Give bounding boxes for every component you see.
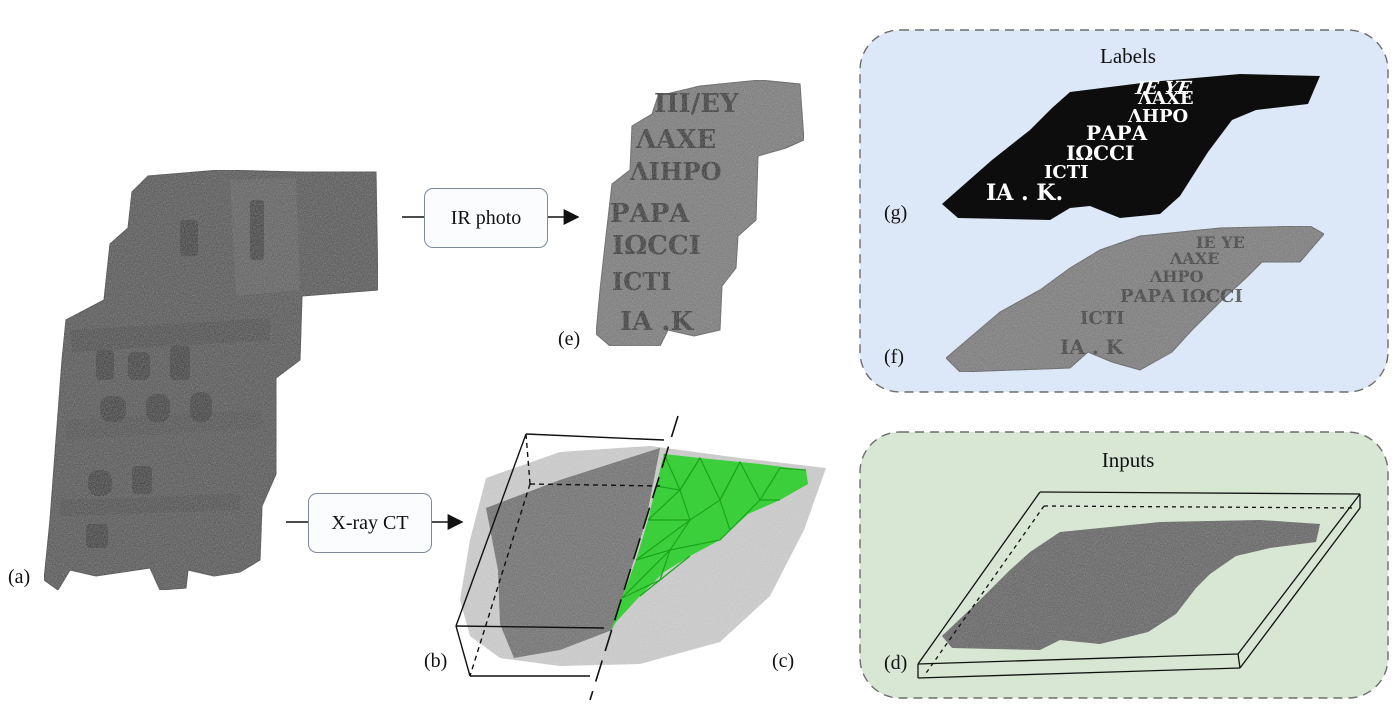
marker-b: (b) — [424, 650, 448, 672]
ink-traces-a — [86, 200, 264, 548]
greek-letters-f: ΙΕ ΥΕ ΛΑΧΕ ΛΗΡΟ ΡΑΡΑ ΙΩCCI ΙCTI ΙΑ . Κ — [1060, 233, 1245, 359]
svg-text:ΛΑΧΕ: ΛΑΧΕ — [1137, 88, 1194, 109]
svg-text:ΙCTI: ΙCTI — [1044, 162, 1089, 183]
svg-text:ΙΑ .Κ: ΙΑ .Κ — [620, 307, 694, 337]
papyrus-fragment-a — [43, 169, 379, 591]
xray-ct-step-box: X-ray CT — [308, 493, 432, 553]
svg-text:ΛΑΧΕ: ΛΑΧΕ — [635, 125, 716, 155]
greek-letters-e: ΠΙ/ΕΥ ΛΑΧΕ ΛΙΗΡΟ ΡΑΡΑ ΙΩCCI ΙCTI ΙΑ .Κ — [610, 89, 739, 337]
svg-text:ΙΑ . Κ: ΙΑ . Κ — [1060, 335, 1124, 359]
papyrus-fragment-f: ΙΕ ΥΕ ΛΑΧΕ ΛΗΡΟ ΡΑΡΑ ΙΩCCI ΙCTI ΙΑ . Κ — [945, 225, 1325, 373]
ct-segmented-region — [486, 448, 660, 658]
input-fragment — [942, 520, 1320, 650]
svg-text:ΡΑΡΑ: ΡΑΡΑ — [1086, 121, 1148, 145]
svg-text:ΛΗΡΟ: ΛΗΡΟ — [1149, 267, 1204, 286]
cut-line — [589, 415, 679, 701]
inputs-panel-title: Inputs — [1101, 448, 1155, 472]
svg-text:ΙΩCCI: ΙΩCCI — [1066, 141, 1134, 165]
ct-bounding-box — [455, 433, 665, 677]
svg-text:ΠΙ/ΕΥ: ΠΙ/ΕΥ — [654, 89, 739, 119]
input-bounding-box — [917, 491, 1361, 679]
svg-text:ΙCTI: ΙCTI — [1080, 308, 1125, 329]
svg-text:ΙΩCCI: ΙΩCCI — [612, 231, 701, 261]
label-mask-g: ΙΕ ΥΕ ΛΑΧΕ ΛΗΡΟ ΡΑΡΑ ΙΩCCI ΙCTI ΙΑ . Κ. — [942, 74, 1320, 220]
svg-text:ΛΑΧΕ: ΛΑΧΕ — [1169, 249, 1219, 268]
svg-text:ΙΕ ΥΕ: ΙΕ ΥΕ — [1196, 233, 1245, 252]
ir-photo-step-box: IR photo — [424, 188, 548, 248]
svg-text:ΙCTI: ΙCTI — [612, 267, 671, 296]
svg-text:ΙΑ . Κ.: ΙΑ . Κ. — [986, 180, 1063, 206]
marker-g: (g) — [884, 202, 908, 224]
ct-volume — [455, 415, 826, 701]
marker-c: (c) — [772, 650, 795, 672]
input-volume-d — [917, 491, 1361, 679]
ir-photo-fragment-e: ΠΙ/ΕΥ ΛΑΧΕ ΛΙΗΡΟ ΡΑΡΑ ΙΩCCI ΙCTI ΙΑ .Κ — [595, 79, 805, 347]
labels-panel-title: Labels — [1100, 44, 1156, 68]
marker-a: (a) — [8, 566, 31, 588]
marker-e: (e) — [558, 328, 581, 350]
svg-text:ΡΑΡΑ ΙΩCCI: ΡΑΡΑ ΙΩCCI — [1120, 286, 1243, 307]
svg-text:ΡΑΡΑ: ΡΑΡΑ — [610, 199, 690, 229]
marker-d: (d) — [884, 652, 908, 674]
mask-letters: ΙΕ ΥΕ ΛΑΧΕ ΛΗΡΟ ΡΑΡΑ ΙΩCCI ΙCTI ΙΑ . Κ. — [986, 79, 1194, 206]
mesh-c — [610, 453, 808, 632]
marker-f: (f) — [884, 346, 904, 368]
svg-text:ΙΕ ΥΕ: ΙΕ ΥΕ — [1132, 79, 1194, 99]
svg-text:ΛΗΡΟ: ΛΗΡΟ — [1127, 106, 1188, 127]
svg-text:ΛΙΗΡΟ: ΛΙΗΡΟ — [629, 157, 721, 186]
